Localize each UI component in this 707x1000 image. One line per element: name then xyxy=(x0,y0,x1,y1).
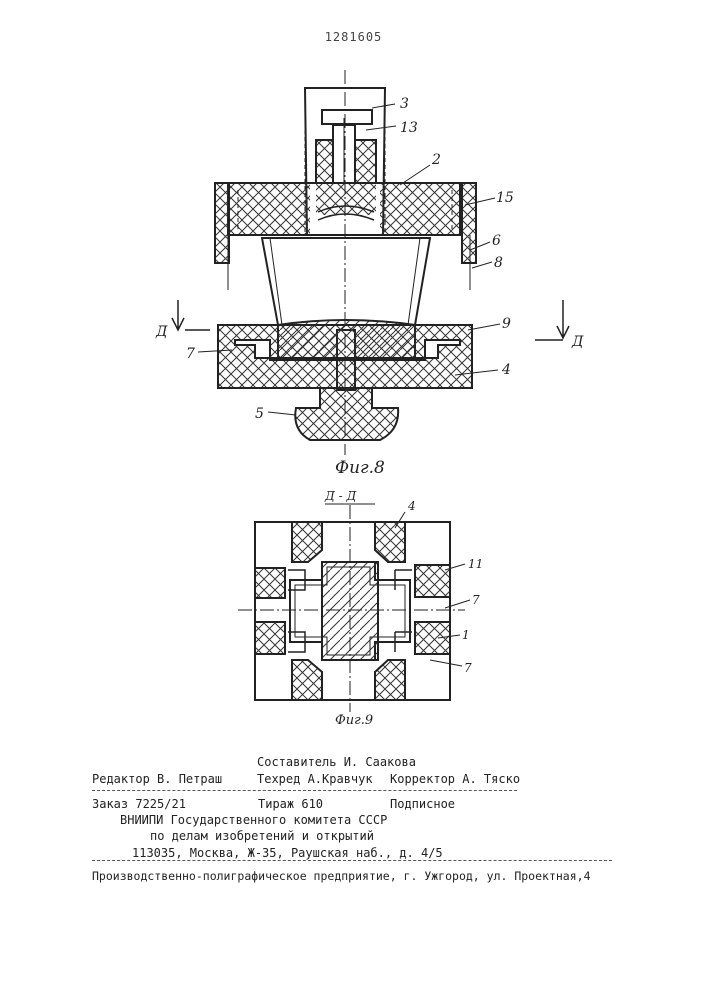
label-1-fig9: 1 xyxy=(462,628,470,642)
label-15: 15 xyxy=(496,190,514,206)
figure-8-drawing: 3 13 2 15 6 8 9 4 5 7 Д Д xyxy=(0,0,707,470)
label-9: 9 xyxy=(502,316,511,332)
figure-9-caption: Фиг.9 xyxy=(335,713,373,728)
corrector: Корректор А. Тяско xyxy=(390,772,520,786)
org-line-2: по делам изобретений и открытий xyxy=(150,829,374,843)
section-title: Д - Д xyxy=(324,489,356,503)
divider xyxy=(92,860,612,861)
label-5: 5 xyxy=(255,406,264,422)
subscription: Подписное xyxy=(390,797,455,811)
section-mark-right: Д xyxy=(571,334,584,350)
label-6: 6 xyxy=(492,233,501,249)
label-7: 7 xyxy=(186,346,195,362)
editor: Редактор В. Петраш xyxy=(92,772,222,786)
section-mark-left: Д xyxy=(155,324,168,340)
label-7b-fig9: 7 xyxy=(464,661,472,675)
figure-8-caption: Фиг.8 xyxy=(335,458,385,478)
figure-9-drawing: Д - Д 4 11 7 1 7 xyxy=(0,480,707,720)
label-4: 4 xyxy=(501,362,511,378)
org-line-1: ВНИИПИ Государственного комитета СССР xyxy=(120,813,387,827)
techred: Техред А.Кравчук xyxy=(257,772,373,786)
address: 113035, Москва, Ж-35, Раушская наб., д. … xyxy=(132,846,443,860)
compiler: Составитель И. Саакова xyxy=(257,755,416,769)
label-2: 2 xyxy=(431,152,441,168)
label-7a-fig9: 7 xyxy=(472,593,480,607)
label-11-fig9: 11 xyxy=(468,557,483,571)
label-4-fig9: 4 xyxy=(407,499,416,513)
divider xyxy=(92,790,517,791)
label-8: 8 xyxy=(494,255,503,271)
circulation: Тираж 610 xyxy=(258,797,323,811)
label-13: 13 xyxy=(400,120,418,136)
printer: Производственно-полиграфическое предприя… xyxy=(92,869,591,883)
label-3: 3 xyxy=(400,96,409,112)
order: Заказ 7225/21 xyxy=(92,797,186,811)
